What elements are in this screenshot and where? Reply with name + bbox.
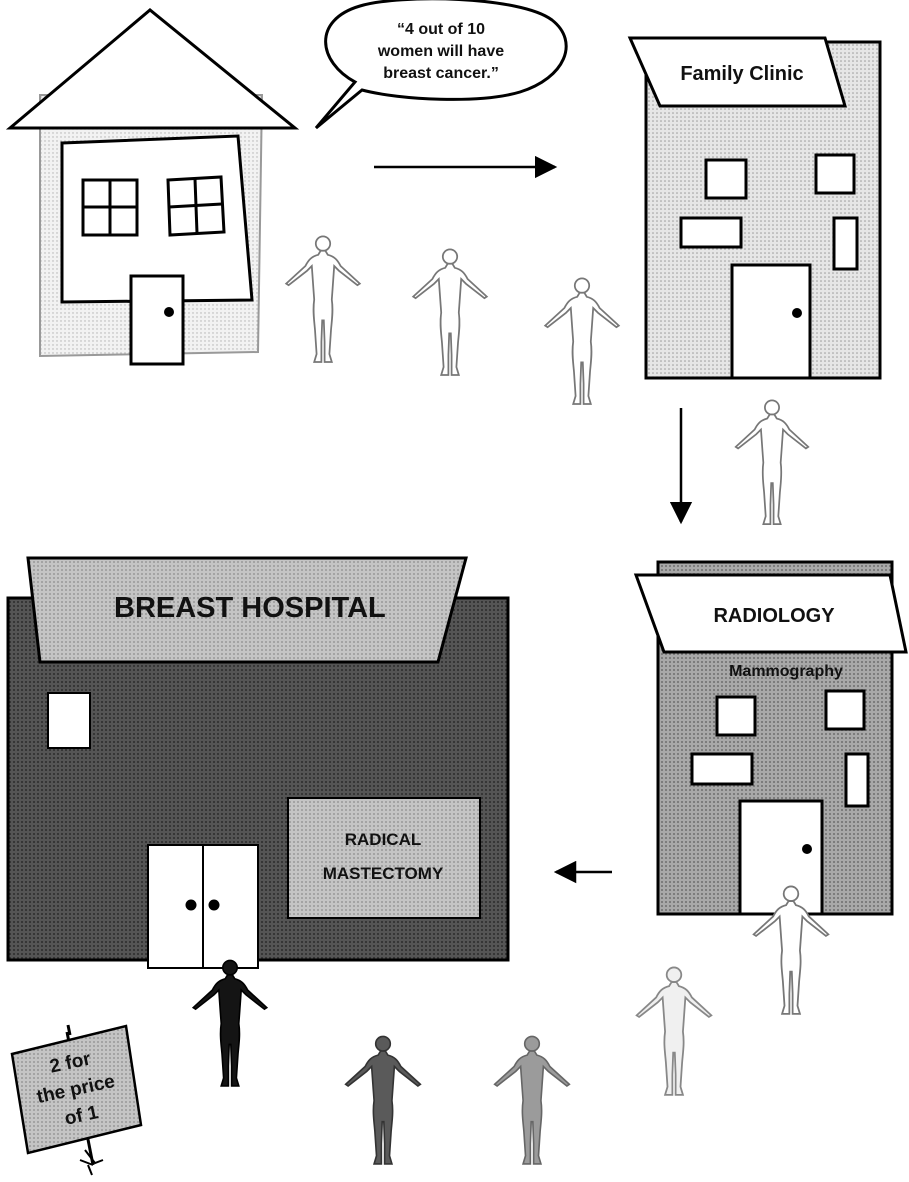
family-clinic: Family Clinic bbox=[627, 36, 882, 380]
hospital-door-knob bbox=[185, 899, 197, 911]
speech-line-1: “4 out of 10 bbox=[397, 21, 485, 38]
hospital-sign-text: BREAST HOSPITAL bbox=[114, 592, 386, 624]
house-door-knob bbox=[164, 307, 174, 317]
woman-figure-gray bbox=[493, 1035, 571, 1166]
house bbox=[5, 8, 300, 366]
hospital-double-door bbox=[147, 844, 259, 969]
clinic-door bbox=[730, 263, 812, 380]
grass-tuft bbox=[79, 1149, 104, 1176]
clinic-window bbox=[679, 216, 743, 249]
radiology-window bbox=[824, 689, 866, 731]
radiology-window bbox=[844, 752, 870, 808]
clinic-window bbox=[704, 158, 748, 200]
radiology-subtitle: Mammography bbox=[729, 663, 843, 680]
radiology-sign-text: RADIOLOGY bbox=[713, 605, 835, 627]
clinic-window bbox=[832, 216, 859, 271]
speech-bubble: “4 out of 10 women will have breast canc… bbox=[314, 0, 568, 130]
hospital-sign bbox=[26, 556, 468, 664]
procedure-line-2: MASTECTOMY bbox=[323, 864, 444, 883]
breast-hospital: BREAST HOSPITAL RADICAL MASTECTOMY bbox=[6, 556, 510, 969]
clinic-sign bbox=[627, 36, 848, 108]
woman-figure-white bbox=[285, 235, 361, 364]
radiology-window bbox=[690, 752, 754, 786]
clinic-sign-text: Family Clinic bbox=[680, 63, 803, 85]
woman-figure-white bbox=[544, 277, 620, 406]
procedure-sign bbox=[287, 797, 481, 919]
clinic-window bbox=[814, 153, 856, 195]
radiology-window bbox=[715, 695, 757, 737]
woman-figure-light bbox=[635, 966, 713, 1097]
procedure-line-1: RADICAL bbox=[345, 830, 422, 849]
hospital-door-knob bbox=[208, 899, 220, 911]
woman-figure-black bbox=[192, 959, 268, 1088]
speech-line-3: breast cancer.” bbox=[383, 65, 499, 82]
radiology-door bbox=[738, 799, 824, 916]
yard-sign-board bbox=[10, 1024, 143, 1155]
radiology: RADIOLOGY Mammography bbox=[633, 560, 908, 916]
house-door bbox=[129, 274, 185, 366]
woman-figure-white bbox=[412, 248, 488, 377]
radiology-door-knob bbox=[802, 844, 812, 854]
radiology-sign bbox=[633, 573, 908, 654]
hospital-window bbox=[47, 692, 91, 749]
house-window-right bbox=[166, 175, 226, 237]
speech-line-2: women will have bbox=[377, 43, 504, 60]
house-window-left bbox=[81, 178, 139, 237]
clinic-door-knob bbox=[792, 308, 802, 318]
woman-figure-dark bbox=[344, 1035, 422, 1166]
woman-figure-white bbox=[734, 399, 810, 526]
yard-sign: 2 for the price of 1 bbox=[10, 1024, 143, 1176]
house-roof bbox=[5, 8, 300, 130]
